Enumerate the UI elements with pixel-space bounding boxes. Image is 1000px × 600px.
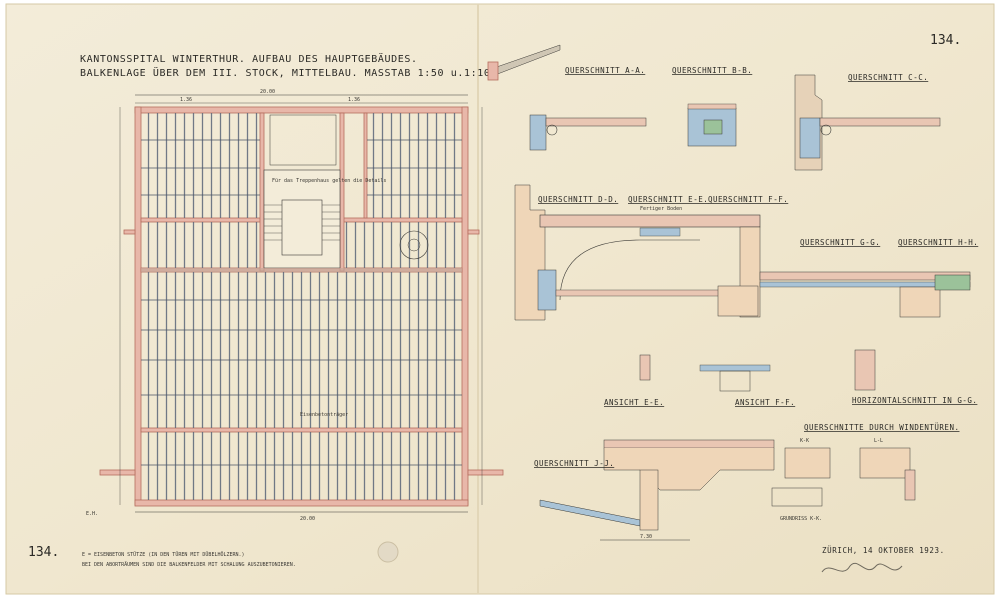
note-fertiger-boden: Fertiger Boden [640, 206, 682, 212]
section-b-b: QUERSCHNITT B-B. [672, 66, 752, 147]
floor-plan: 20.00 1.36 1.36 [86, 89, 504, 522]
label-section-g-g: QUERSCHNITT G-G. [800, 238, 880, 247]
label-windentueren: QUERSCHNITTE DURCH WINDENTÜREN. [804, 423, 959, 432]
label-k-k: K-K [800, 438, 809, 444]
views-ansicht: ANSICHT E-E. ANSICHT F-F. HORIZONTALSCHN… [604, 349, 977, 407]
label-horizontalschnitt: HORIZONTALSCHNITT IN G-G. [852, 396, 977, 405]
legend-line1: E = EISENBETON STÜTZE (IN DEN TÜREN MIT … [82, 551, 245, 558]
legend-line2: BEI DEN ABORTRÄUMEN SIND DIE BALKENFELDE… [82, 561, 296, 568]
label-section-f-f: QUERSCHNITT F-F. [708, 195, 788, 204]
sheet-title-line1: KANTONSSPITAL WINTERTHUR. AUFBAU DES HAU… [80, 52, 418, 65]
label-ansicht-f-f: ANSICHT F-F. [735, 398, 795, 407]
label-section-d-d: QUERSCHNITT D-D. [538, 195, 618, 204]
section-windentueren: QUERSCHNITTE DURCH WINDENTÜREN. K-K L-L … [771, 423, 959, 522]
sheet-number-top: 134. [930, 33, 961, 48]
signature [821, 562, 903, 573]
label-section-a-a: QUERSCHNITT A-A. [565, 66, 645, 75]
dim-7-30: 7.30 [640, 534, 652, 540]
plan-dim-right: 1.36 [348, 97, 360, 103]
section-d-d-e-e-f-f: QUERSCHNITT D-D. QUERSCHNITT E-E. QUERSC… [514, 184, 788, 321]
section-a-a: QUERSCHNITT A-A. [487, 44, 647, 151]
plan-dim-left: 1.36 [180, 97, 192, 103]
label-section-c-c: QUERSCHNITT C-C. [848, 73, 928, 82]
place-date: ZÜRICH, 14 OKTOBER 1923. [822, 546, 945, 555]
section-c-c: QUERSCHNITT C-C. [794, 73, 941, 171]
stamp-seal [377, 541, 399, 563]
label-ansicht-e-e: ANSICHT E-E. [604, 398, 664, 407]
label-section-b-b: QUERSCHNITT B-B. [672, 66, 752, 75]
section-g-g-h-h: QUERSCHNITT G-G. QUERSCHNITT H-H. [717, 238, 978, 318]
sheet-number-bottom: 134. [28, 545, 59, 560]
label-section-j-j: QUERSCHNITT J-J. [534, 459, 614, 468]
section-j-j: 7.30 QUERSCHNITT J-J. [534, 439, 775, 541]
sheet-title-line2: BALKENLAGE ÜBER DEM III. STOCK, MITTELBA… [80, 66, 497, 79]
label-section-e-e: QUERSCHNITT E-E. [628, 195, 708, 204]
plan-bottom-dimension: 20.00 [300, 516, 315, 522]
label-l-l: L-L [874, 438, 883, 444]
label-section-h-h: QUERSCHNITT H-H. [898, 238, 978, 247]
plan-width-dimension: 20.00 [260, 89, 275, 95]
eh-label: E.H. [86, 511, 98, 517]
corridor-note: Eisenbetonträger [300, 412, 348, 418]
label-grundriss-k-k: GRUNDRISS K-K. [780, 516, 822, 522]
stair-note: Für das Treppenhaus gelten die Details [272, 178, 386, 184]
